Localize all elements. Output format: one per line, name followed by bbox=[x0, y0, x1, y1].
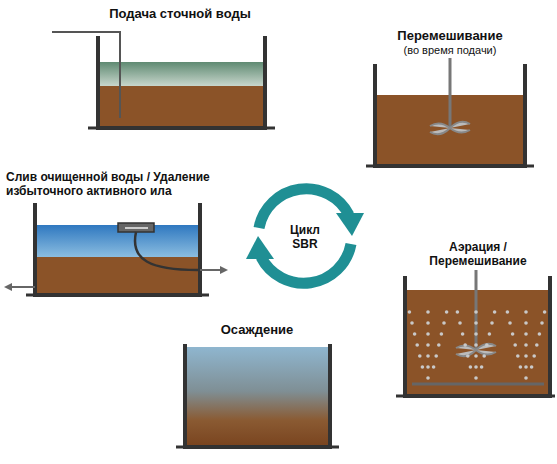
aeration-tank bbox=[396, 270, 555, 396]
air-bubble bbox=[463, 343, 467, 347]
air-bubble bbox=[426, 343, 430, 347]
air-bubble bbox=[466, 354, 470, 358]
decant-tank bbox=[4, 203, 228, 295]
air-bubble bbox=[524, 321, 528, 325]
air-bubble bbox=[532, 354, 536, 358]
air-bubble bbox=[426, 365, 430, 369]
air-bubble bbox=[543, 310, 547, 314]
air-bubble bbox=[516, 354, 520, 358]
air-bubble bbox=[508, 321, 512, 325]
air-bubble bbox=[524, 376, 528, 380]
air-bubble bbox=[490, 321, 494, 325]
air-bubble bbox=[524, 354, 528, 358]
air-bubble bbox=[530, 365, 534, 369]
air-bubble bbox=[474, 365, 478, 369]
air-bubble bbox=[440, 332, 444, 336]
air-bubble bbox=[437, 343, 441, 347]
air-bubble bbox=[432, 365, 436, 369]
air-bubble bbox=[445, 310, 449, 314]
air-bubble bbox=[426, 376, 430, 380]
step-label: Цикл SBR bbox=[283, 223, 327, 252]
air-bubble bbox=[524, 343, 528, 347]
air-bubble bbox=[540, 321, 544, 325]
air-bubble bbox=[413, 332, 417, 336]
air-bubble bbox=[506, 310, 510, 314]
air-bubble bbox=[410, 321, 414, 325]
air-bubble bbox=[474, 343, 478, 347]
cycle-arrows bbox=[246, 189, 364, 284]
step-label: Аэрация / Перемешивание bbox=[403, 240, 553, 269]
air-bubble bbox=[538, 332, 542, 336]
air-bubble bbox=[408, 310, 412, 314]
step-label: Слив очищенной воды / Удаление избыточно… bbox=[6, 170, 241, 199]
air-bubble bbox=[434, 354, 438, 358]
air-bubble bbox=[418, 354, 422, 358]
air-bubble bbox=[442, 321, 446, 325]
air-bubble bbox=[426, 332, 430, 336]
step-label: Перемешивание bbox=[370, 28, 530, 44]
air-bubble bbox=[524, 365, 528, 369]
air-bubble bbox=[474, 376, 478, 380]
air-bubble bbox=[488, 332, 492, 336]
air-bubble bbox=[535, 343, 539, 347]
air-bubble bbox=[421, 365, 425, 369]
air-bubble bbox=[426, 354, 430, 358]
air-bubble bbox=[474, 332, 478, 336]
air-bubble bbox=[519, 365, 523, 369]
air-bubble bbox=[415, 343, 419, 347]
air-bubble bbox=[511, 332, 515, 336]
air-bubble bbox=[493, 310, 497, 314]
air-bubble bbox=[474, 354, 478, 358]
air-bubble bbox=[524, 310, 528, 314]
air-bubble bbox=[524, 332, 528, 336]
settling-tank bbox=[176, 344, 339, 447]
step-label: (во время подачи) bbox=[370, 44, 530, 57]
air-bubble bbox=[480, 365, 484, 369]
air-bubble bbox=[474, 321, 478, 325]
air-bubble bbox=[485, 343, 489, 347]
air-bubble bbox=[461, 332, 465, 336]
step-label: Осаждение bbox=[182, 322, 332, 338]
feed-tank bbox=[52, 32, 275, 128]
mix-tank bbox=[366, 58, 534, 166]
air-bubble bbox=[513, 343, 517, 347]
air-bubble bbox=[482, 354, 486, 358]
air-bubble bbox=[474, 310, 478, 314]
air-bubble bbox=[456, 310, 460, 314]
air-bubble bbox=[469, 365, 473, 369]
step-label: Подача сточной воды bbox=[80, 6, 280, 22]
air-bubble bbox=[458, 321, 462, 325]
air-bubble bbox=[426, 310, 430, 314]
air-bubble bbox=[426, 321, 430, 325]
